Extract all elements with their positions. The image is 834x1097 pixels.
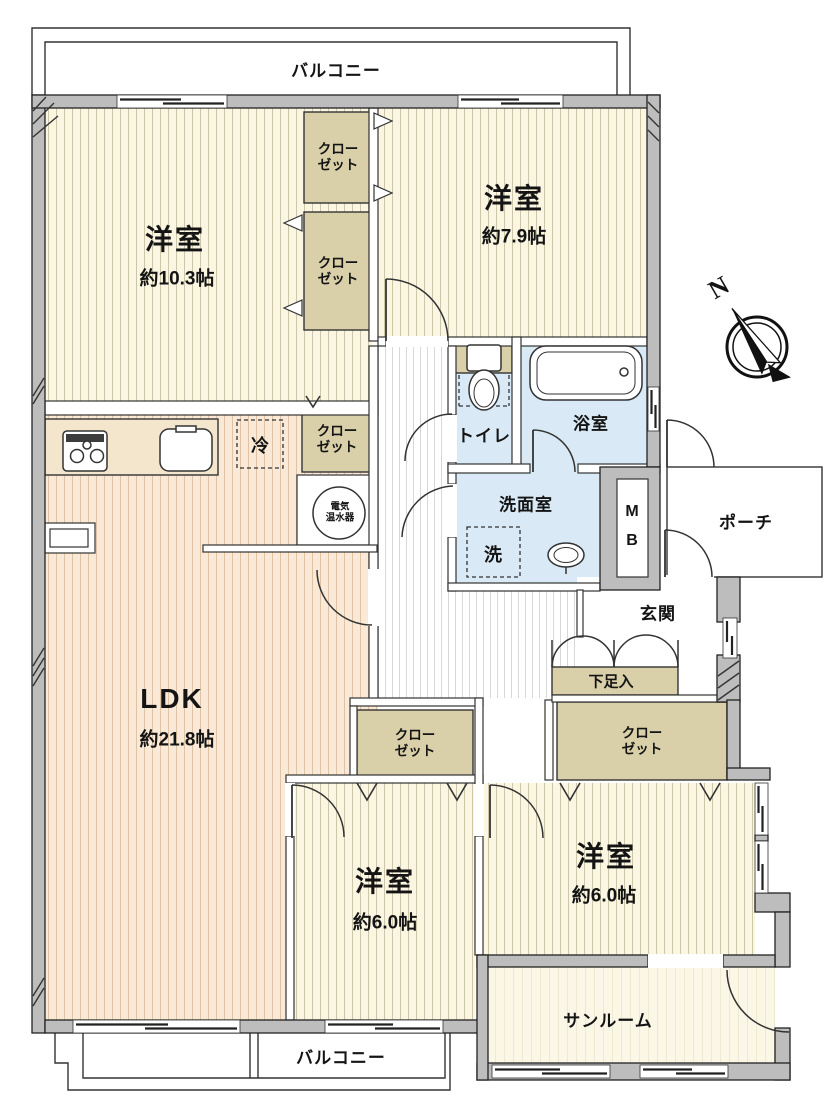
door-sunroom bbox=[726, 969, 790, 1033]
sunroom-label: サンルーム bbox=[563, 1011, 653, 1031]
doors-shoe-cabinet bbox=[551, 634, 679, 668]
door-ldk bbox=[316, 569, 373, 626]
closet-top-2-label: クローゼット bbox=[317, 255, 359, 286]
closet-top-1-label: クローゼット bbox=[317, 141, 359, 172]
ldk-size: 約21.8帖 bbox=[139, 729, 215, 751]
window-top-left bbox=[116, 94, 228, 109]
wall-niche-inner bbox=[49, 528, 89, 548]
balcony-top-label: バルコニー bbox=[291, 61, 381, 81]
window-bottom-middle bbox=[324, 1019, 444, 1034]
window-bedroom-right-1 bbox=[754, 782, 769, 836]
porch-floor bbox=[666, 466, 823, 578]
door-openings bbox=[285, 336, 723, 968]
compass-icon bbox=[725, 307, 792, 383]
bedroom-top-right-size: 約7.9帖 bbox=[481, 226, 547, 248]
window-bottom-left bbox=[72, 1019, 241, 1034]
door-bedroom-top-right bbox=[385, 278, 449, 342]
washroom-label: 洗面室 bbox=[499, 495, 553, 515]
shoe-cabinet-label: 下足入 bbox=[588, 673, 634, 691]
door-washroom bbox=[401, 485, 454, 538]
water-heater-label: 電気温水器 bbox=[325, 501, 355, 524]
bedroom-bottom-middle-name: 洋室 bbox=[354, 866, 416, 897]
balcony-top-outline bbox=[31, 27, 631, 95]
laundry-label: 洗 bbox=[484, 545, 502, 565]
hall-floor-vertical bbox=[378, 341, 448, 698]
door-porch-storage bbox=[666, 419, 715, 468]
door-bedroom-bottom-middle bbox=[291, 784, 345, 838]
windows bbox=[72, 94, 769, 1079]
window-entrance bbox=[722, 617, 738, 659]
balcony-bottom-label: バルコニー bbox=[296, 1048, 386, 1068]
kitchen-sink-icon bbox=[159, 425, 213, 472]
stove-icon bbox=[62, 430, 108, 472]
porch-label: ポーチ bbox=[719, 513, 773, 533]
door-entrance bbox=[664, 529, 713, 578]
window-bedroom-right-2 bbox=[754, 840, 769, 894]
window-sunroom-2 bbox=[639, 1064, 729, 1079]
bathtub-icon bbox=[529, 345, 643, 401]
door-toilet bbox=[404, 413, 453, 462]
refrigerator-label: 冷 bbox=[251, 436, 269, 456]
closet-bottom-right-label: クローゼット bbox=[621, 725, 663, 756]
sunroom-floor bbox=[477, 955, 775, 1063]
closet-door-marks bbox=[282, 112, 721, 802]
closet-bottom-middle-label: クローゼット bbox=[394, 727, 436, 758]
closet-top-1 bbox=[303, 111, 373, 204]
closet-bottom-middle bbox=[356, 709, 474, 778]
closet-ldk-label: クローゼット bbox=[316, 423, 358, 454]
bedroom-bottom-right-size: 約6.0帖 bbox=[571, 885, 637, 907]
door-bedroom-bottom-right bbox=[489, 784, 544, 839]
water-heater-icon bbox=[312, 486, 366, 540]
bedroom-bottom-middle-floor bbox=[294, 783, 475, 1020]
refrigerator-box bbox=[236, 419, 284, 469]
bathroom-label: 浴室 bbox=[573, 414, 609, 434]
ldk-name: LDK bbox=[140, 683, 204, 714]
window-sunroom-1 bbox=[491, 1064, 611, 1079]
wall-hatches bbox=[32, 96, 740, 1007]
bedroom-bottom-middle-size: 約6.0帖 bbox=[352, 912, 418, 934]
laundry-space-box bbox=[466, 526, 521, 578]
toilet-icon bbox=[458, 344, 510, 411]
balcony-bottom-outline bbox=[54, 1033, 451, 1091]
window-top-right bbox=[457, 94, 564, 109]
doors bbox=[291, 278, 790, 1033]
shoe-cabinet-box bbox=[551, 666, 679, 696]
bedroom-top-left-size: 約10.3帖 bbox=[139, 268, 215, 290]
toilet-label: トイレ bbox=[457, 426, 511, 446]
door-bathroom bbox=[532, 429, 576, 473]
bedroom-bottom-right-name: 洋室 bbox=[575, 841, 637, 872]
bedroom-top-right-floor bbox=[378, 108, 647, 341]
bedroom-bottom-right-floor bbox=[483, 783, 755, 955]
interior-walls bbox=[44, 107, 731, 1021]
window-bath bbox=[647, 386, 660, 432]
bedroom-top-left-name: 洋室 bbox=[144, 224, 206, 255]
meter-box bbox=[616, 478, 649, 578]
washbasin-icon bbox=[547, 542, 585, 574]
bedroom-top-right-name: 洋室 bbox=[483, 183, 545, 214]
entrance-label: 玄関 bbox=[640, 604, 676, 624]
room-floors bbox=[44, 108, 823, 1063]
